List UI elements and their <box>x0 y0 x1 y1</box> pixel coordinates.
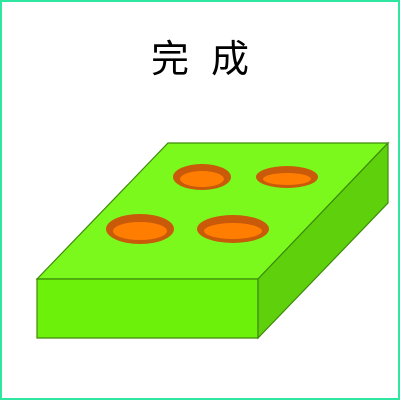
block-front-face <box>36 278 259 339</box>
block-side-face <box>257 141 389 340</box>
hole-bottom-right <box>197 215 269 243</box>
hole-bottom-left <box>106 214 174 244</box>
hole-top-right <box>256 166 318 188</box>
hole-top-left <box>173 164 231 190</box>
page-title: 完成 <box>150 37 271 81</box>
